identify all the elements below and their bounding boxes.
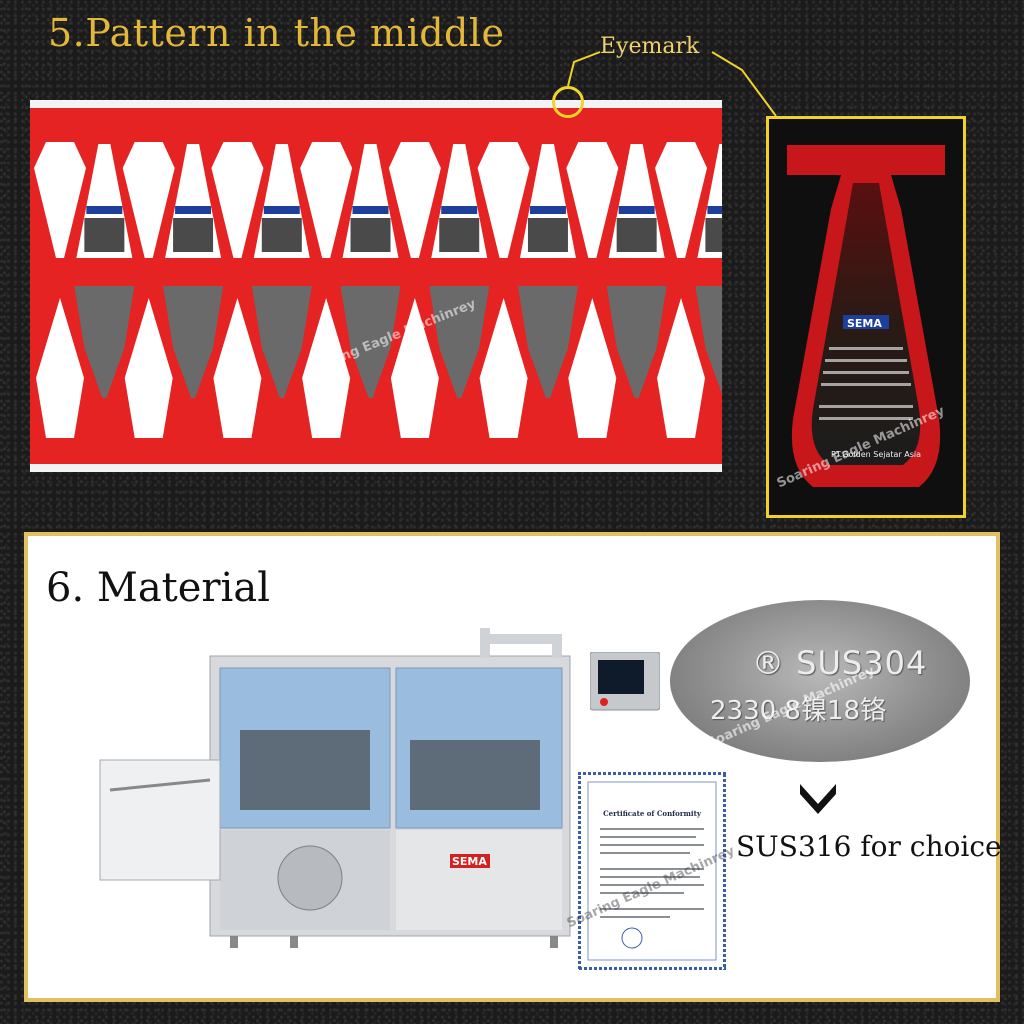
film-white-cutout (122, 142, 175, 258)
film-label-brand-band (175, 206, 212, 214)
film-label-photo (173, 218, 214, 252)
sus316-choice-text: SUS316 for choice (736, 830, 1002, 863)
film-white-cutout (566, 142, 619, 258)
film-label-brand-band (441, 206, 478, 214)
film-white-cutout (655, 142, 708, 258)
film-label-brand-band (86, 206, 123, 214)
film-label-bottom (74, 286, 135, 398)
packaging-machine-image: SEMA (99, 628, 571, 948)
film-white-cutout (388, 142, 441, 258)
film-label-brand-band (529, 206, 566, 214)
pouch-image: SEMA PT.Golden Sejatar Asia (787, 145, 945, 487)
film-label-brand-band (707, 206, 722, 214)
steel-mark-composition: 2330 8镍18铬 (710, 696, 887, 726)
pouch-brand-text: SEMA (847, 317, 882, 330)
film-label-bottom (517, 286, 578, 398)
machine-brand-text: SEMA (452, 855, 487, 868)
film-label-photo (350, 218, 391, 252)
pouch-company-text: PT.Golden Sejatar Asia (831, 450, 921, 459)
eyemark-callout-lines (567, 51, 777, 117)
stainless-steel-stamp-image (670, 600, 970, 762)
film-label-photo (705, 218, 722, 252)
film-label-brand-band (618, 206, 655, 214)
film-label-bottom (340, 286, 401, 398)
eyemark-highlight-circle (552, 86, 584, 118)
film-white-cutout (300, 142, 353, 258)
section-6-title: 6. Material (46, 565, 270, 611)
film-label-photo (84, 218, 125, 252)
film-white-cutout-bottom (657, 298, 706, 438)
film-label-brand-band (352, 206, 389, 214)
film-label-photo (616, 218, 657, 252)
film-white-cutout-bottom (302, 298, 351, 438)
film-white-cutout-bottom (568, 298, 617, 438)
film-white-cutout (34, 142, 86, 258)
section-5-title: 5.Pattern in the middle (48, 11, 505, 55)
film-label-brand-band (263, 206, 300, 214)
eyemark-label: Eyemark (600, 34, 700, 59)
pouch-closeup-frame: SEMA PT.Golden Sejatar Asia (766, 116, 966, 518)
film-label-photo (439, 218, 480, 252)
film-label-bottom (695, 286, 722, 395)
film-white-cutout-bottom (479, 298, 528, 438)
film-label-bottom (429, 286, 490, 398)
film-white-cutout-bottom (213, 298, 262, 438)
packaging-film-roll (30, 100, 722, 472)
film-label-bottom (163, 286, 224, 398)
film-white-cutout-bottom (124, 298, 173, 438)
chevron-down-icon (800, 784, 836, 814)
steel-mark-grade: ® SUS304 (752, 644, 928, 682)
control-panel-screen (590, 652, 660, 711)
certificate-of-conformity: Certificate of Conformity (578, 772, 726, 970)
film-white-cutout-bottom (390, 298, 439, 438)
film-pattern (34, 142, 722, 438)
film-label-photo (261, 218, 302, 252)
film-label-bottom (251, 286, 312, 398)
film-white-cutout (211, 142, 264, 258)
certificate-title: Certificate of Conformity (603, 809, 702, 818)
film-label-photo (527, 218, 568, 252)
film-white-cutout (477, 142, 530, 258)
film-label-bottom (606, 286, 667, 398)
film-white-cutout-bottom (36, 298, 84, 438)
